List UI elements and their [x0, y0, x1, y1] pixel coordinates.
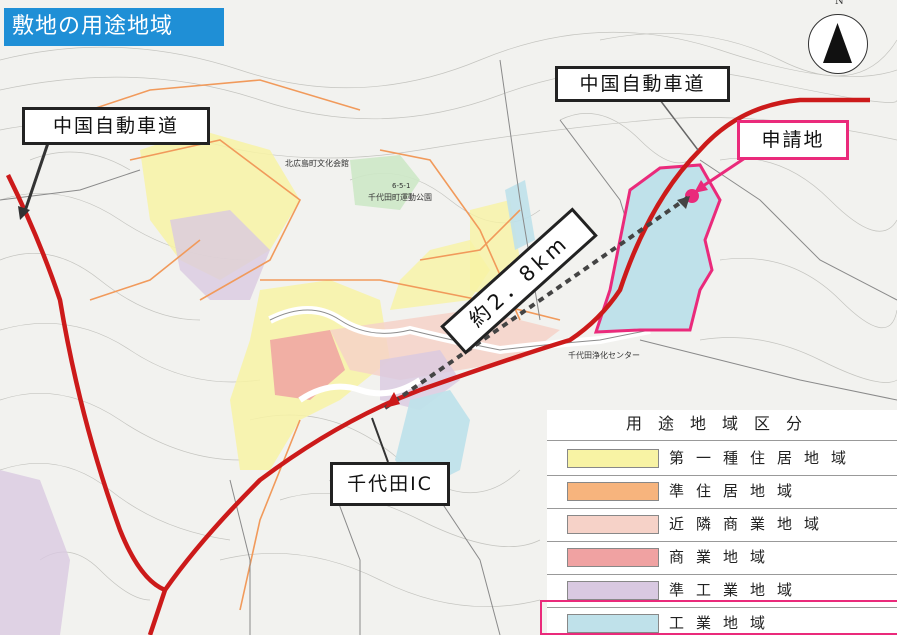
legend-item: 準工業地域 — [547, 576, 897, 604]
page-title: 敷地の用途地域 — [4, 8, 224, 46]
label-park: 千代田町運動公園 — [368, 193, 432, 202]
legend-label: 工業地域 — [669, 614, 778, 632]
site-zone — [593, 163, 722, 334]
callout-expressway-left: 中国自動車道 — [22, 107, 210, 145]
zone-park — [350, 155, 420, 210]
route-to-site — [383, 194, 692, 410]
callout-site: 申請地 — [737, 120, 849, 160]
legend-swatch-neighborhood-commercial — [567, 515, 659, 534]
legend-divider — [547, 440, 897, 441]
legend: 用途地域区分 第一種住居地域 準住居地域 近隣商業地域 商業地域 準工業地域 — [547, 410, 897, 635]
label-treatment-center: 千代田浄化センター — [568, 351, 640, 360]
legend-label: 準住居地域 — [669, 482, 805, 500]
zone-commercial — [270, 330, 345, 400]
north-arrow — [808, 14, 868, 74]
pointer-expressway-left-head — [18, 206, 30, 220]
legend-item: 準住居地域 — [547, 477, 897, 505]
legend-swatch-quasi-residential — [567, 482, 659, 501]
zone-semi-industrial-3 — [0, 470, 70, 635]
legend-item: 近隣商業地域 — [547, 510, 897, 538]
pointer-expressway-top — [659, 99, 699, 151]
legend-label: 商業地域 — [669, 548, 778, 566]
river-bank — [269, 309, 651, 351]
north-label: N — [835, 0, 844, 7]
legend-label: 準工業地域 — [669, 581, 805, 599]
legend-highlight-industrial — [540, 600, 897, 635]
zone-semi-industrial-1 — [170, 210, 270, 300]
legend-swatch-commercial — [567, 548, 659, 567]
legend-item: 第一種住居地域 — [547, 444, 897, 472]
river-branch — [298, 377, 422, 403]
zone-industrial-small — [505, 180, 535, 250]
expressway-tail — [147, 589, 168, 635]
callout-expressway-top: 中国自動車道 — [555, 66, 730, 102]
legend-label: 近隣商業地域 — [669, 515, 832, 533]
pointer-site-head — [694, 180, 708, 193]
legend-swatch-semi-industrial — [567, 581, 659, 600]
pointer-site — [699, 156, 746, 190]
label-park-id: 6-5-1 — [392, 182, 411, 190]
legend-label: 第一種住居地域 — [669, 449, 859, 467]
label-culture-hall: 北広島町文化会館 — [285, 159, 349, 168]
legend-swatch-residential-1 — [567, 449, 659, 468]
zone-residential-3 — [390, 240, 490, 310]
legend-header: 用途地域区分 — [625, 414, 818, 433]
route-end-marker — [385, 392, 400, 408]
north-arrow-icon — [823, 23, 852, 63]
legend-item: 工業地域 — [547, 609, 897, 635]
expressway — [5, 97, 870, 593]
route-arrow-head — [677, 196, 690, 209]
legend-item: 商業地域 — [547, 543, 897, 571]
legend-swatch-industrial — [567, 614, 659, 633]
pointer-expressway-left — [22, 142, 50, 215]
callout-ic: 千代田IC — [330, 462, 450, 506]
pointer-ic — [371, 417, 389, 463]
